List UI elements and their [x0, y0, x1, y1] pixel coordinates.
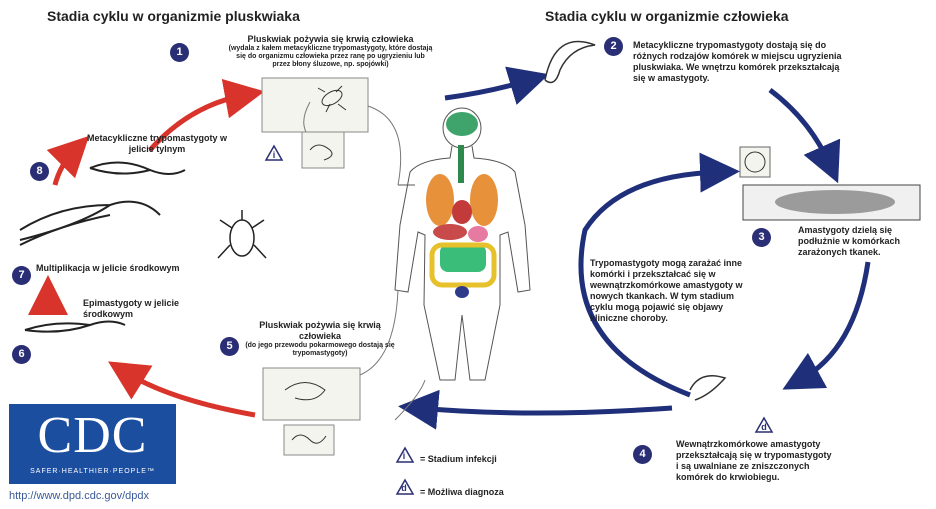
- step-5-note: (do jego przewodu pokarmowego dostają si…: [240, 342, 400, 358]
- arrow-7-to-8: [55, 150, 75, 185]
- step-1-infection-symbol: i: [262, 145, 286, 161]
- left-lung-icon: [426, 174, 454, 226]
- panel-5-parasite: [284, 425, 334, 455]
- stomach-icon: [468, 226, 488, 242]
- diagnosis-symbol: d: [392, 478, 416, 494]
- step-1-text: Pluskwiak pożywia się krwią człowieka (w…: [228, 34, 433, 69]
- released-trypomastigote-icon: [690, 376, 725, 400]
- cdc-logo-word: CDC: [9, 408, 176, 464]
- step-5-text: Pluskwiak pożywia się krwią człowieka (d…: [240, 320, 400, 358]
- panel-1-bite: [262, 78, 368, 132]
- infection-symbol: i: [392, 446, 416, 462]
- step-6-text: Epimastygoty w jelicie środkowym: [83, 298, 198, 320]
- step-4-diagnosis-symbol: d: [752, 417, 776, 433]
- bladder-icon: [455, 286, 469, 298]
- human-stages-header: Stadia cyklu w organizmie człowieka: [545, 8, 789, 24]
- triatomine-bug-icon: [218, 210, 266, 258]
- step-1-title: Pluskwiak pożywia się krwią człowieka: [228, 34, 433, 45]
- step-badge-3: 3: [752, 228, 771, 247]
- liver-icon: [433, 224, 467, 240]
- step-3-text: Amastygoty dzielą się podłużnie w komórk…: [798, 225, 930, 258]
- step-badge-6: 6: [12, 345, 31, 364]
- cdc-logo: CDC SAFER·HEALTHIER·PEOPLE™: [9, 404, 176, 484]
- step-5-title: Pluskwiak pożywia się krwią człowieka: [240, 320, 400, 342]
- arrow-1-to-2: [445, 80, 530, 98]
- step-badge-8: 8: [30, 162, 49, 181]
- step-8-text: Metacykliczne trypomastygoty w jelicie t…: [82, 133, 232, 155]
- legend-infection-label: = Stadium infekcji: [420, 454, 497, 465]
- arrow-3-to-4: [800, 262, 868, 380]
- step-badge-7: 7: [12, 266, 31, 285]
- trypomastigote-icon: [545, 42, 595, 83]
- right-lung-icon: [470, 174, 498, 226]
- step-1-note: (wydala z kałem metacykliczne trypomasty…: [228, 45, 433, 69]
- step-4-text: Wewnątrzkomórkowe amastygoty przekształc…: [676, 439, 834, 483]
- intestines-icon: [440, 244, 486, 272]
- step-2-text: Metacykliczne trypomastygoty dostają się…: [633, 40, 843, 84]
- brain-icon: [446, 112, 478, 136]
- arrow-2-to-3: [770, 90, 830, 165]
- step-badge-5: 5: [220, 337, 239, 356]
- metacyclic-trypomastigote-icon: [90, 162, 185, 174]
- source-url[interactable]: http://www.dpd.cdc.gov/dpdx: [9, 490, 149, 502]
- step-badge-2: 2: [604, 37, 623, 56]
- panel-5-feeding: [263, 368, 360, 420]
- panel-1-parasite: [302, 132, 344, 168]
- legend-diagnosis-label: = Możliwa diagnoza: [420, 487, 504, 498]
- cdc-logo-tagline: SAFER·HEALTHIER·PEOPLE™: [9, 468, 176, 475]
- arrow-4-to-5: [418, 408, 672, 413]
- step-badge-4: 4: [633, 445, 652, 464]
- trachea-icon: [458, 145, 464, 183]
- step-badge-1: 1: [170, 43, 189, 62]
- step-7-text: Multiplikacja w jelicie środkowym: [36, 263, 236, 274]
- center-note: Trypomastygoty mogą zarażać inne komórki…: [590, 258, 745, 324]
- epimastigote-icon: [25, 322, 125, 332]
- multiplying-epimastigotes-icon: [20, 202, 160, 245]
- heart-icon: [452, 200, 472, 224]
- bug-stages-header: Stadia cyklu w organizmie pluskwiaka: [47, 8, 300, 24]
